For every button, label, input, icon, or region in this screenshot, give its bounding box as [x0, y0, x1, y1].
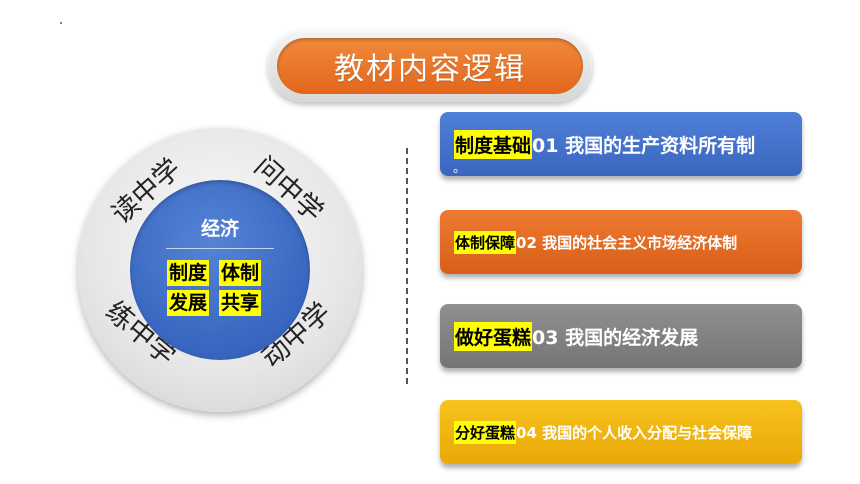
topic-tail: 。	[453, 161, 467, 176]
title-pill-inner: 教材内容逻辑	[277, 38, 583, 94]
tag-sharing: 共享	[219, 290, 262, 316]
learning-ring: 读中学 问中学 练中学 动中学 经济 制度 体制 发展 共享	[78, 128, 362, 412]
topic-label: 体制保障	[454, 230, 517, 254]
tag-development: 发展	[167, 290, 210, 316]
topic-text: 02 我国的社会主义市场经济体制	[516, 233, 738, 252]
topic-label: 制度基础	[454, 129, 533, 159]
stray-dot	[60, 22, 62, 24]
core-title: 经济	[200, 218, 239, 240]
tag-mechanism: 体制	[219, 260, 262, 286]
topic-text: 04 我国的个人收入分配与社会保障	[516, 423, 753, 442]
page-title: 教材内容逻辑	[334, 52, 526, 87]
topic-bar-development: 做好蛋糕 03 我国的经济发展	[440, 304, 802, 368]
tag-system: 制度	[167, 260, 210, 286]
topic-text: 01 我国的生产资料所有制	[532, 134, 756, 157]
topic-bar-ownership: 制度基础 01 我国的生产资料所有制 。	[440, 112, 802, 176]
topic-label: 分好蛋糕	[454, 420, 517, 444]
core-divider	[166, 248, 274, 249]
title-pill: 教材内容逻辑	[268, 30, 592, 102]
topic-bar-market-economy: 体制保障 02 我国的社会主义市场经济体制	[440, 210, 802, 274]
topic-label: 做好蛋糕	[454, 321, 533, 351]
topic-bar-distribution: 分好蛋糕 04 我国的个人收入分配与社会保障	[440, 400, 802, 464]
dashed-separator	[406, 148, 408, 384]
topic-text: 03 我国的经济发展	[532, 326, 699, 349]
economy-core: 经济 制度 体制 发展 共享	[130, 180, 310, 360]
